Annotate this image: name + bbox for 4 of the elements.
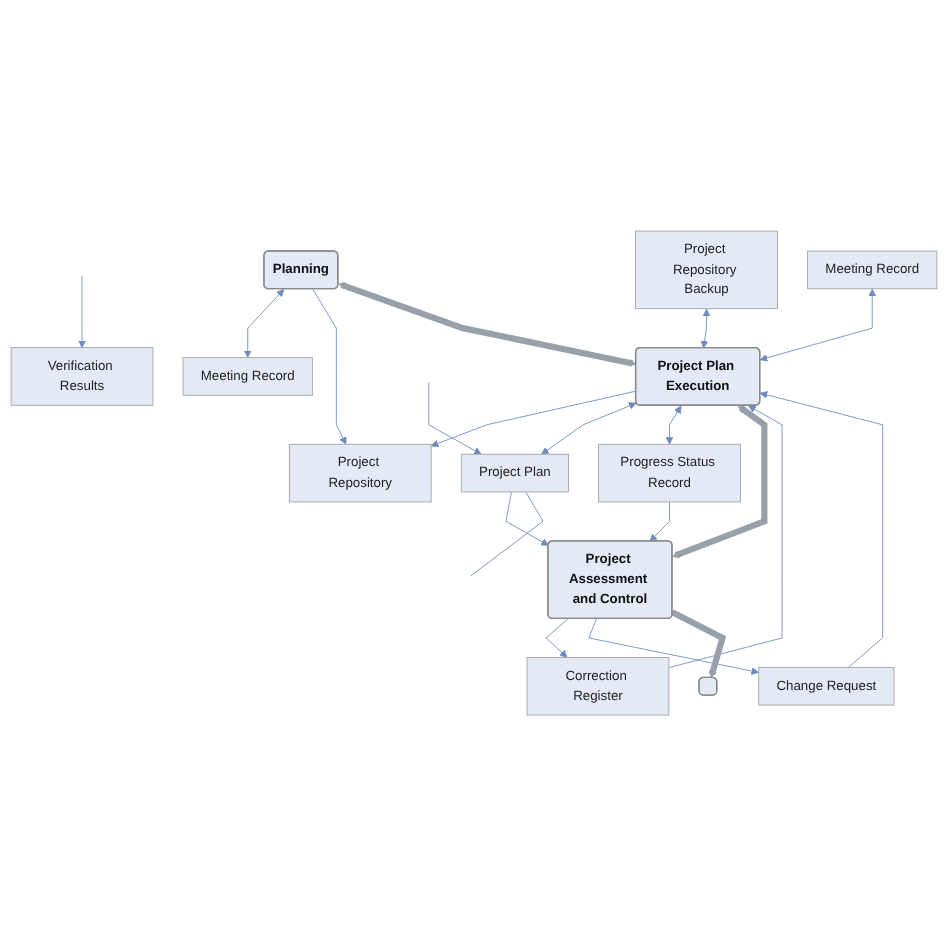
arrow [338, 282, 637, 368]
connector [470, 492, 544, 578]
arrow [671, 610, 727, 680]
arrow [672, 406, 768, 560]
